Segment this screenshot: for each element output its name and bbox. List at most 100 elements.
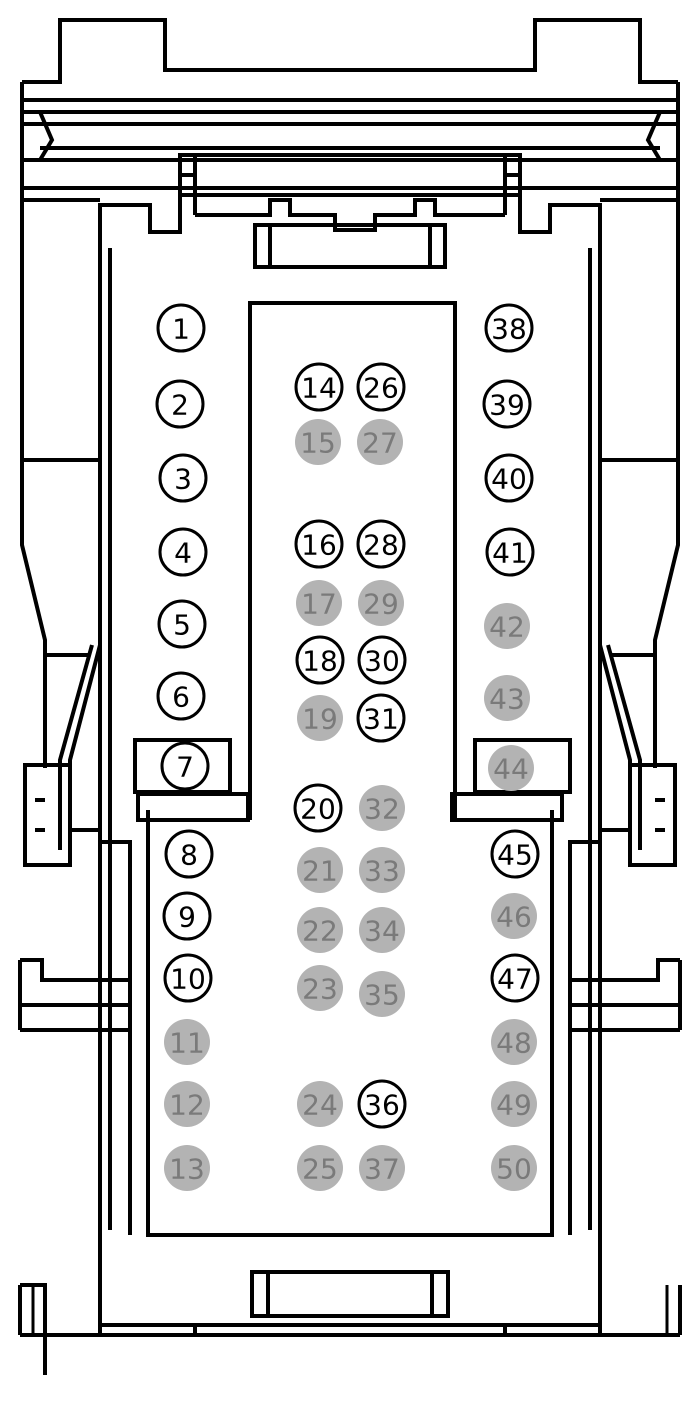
pin-label: 22 xyxy=(302,915,338,948)
pin-11: 11 xyxy=(164,1019,210,1065)
pin-circle xyxy=(164,1145,210,1191)
pin-circle xyxy=(164,1081,210,1127)
pin-16: 16 xyxy=(294,519,344,569)
pin-19: 19 xyxy=(297,695,343,741)
pin-50: 50 xyxy=(491,1145,537,1191)
pin-circle xyxy=(160,741,210,791)
pin-circle xyxy=(490,829,540,879)
pin-circle xyxy=(356,519,406,569)
pin-label: 34 xyxy=(364,915,400,948)
pin-circle xyxy=(484,453,534,503)
pin-circle xyxy=(297,907,343,953)
pin-label: 26 xyxy=(363,372,399,405)
pin-label: 27 xyxy=(362,427,398,460)
pin-label: 30 xyxy=(364,645,400,678)
pin-label: 20 xyxy=(300,793,336,826)
pin-circle xyxy=(295,419,341,465)
pin-26: 26 xyxy=(356,362,406,412)
pin-12: 12 xyxy=(164,1081,210,1127)
pin-22: 22 xyxy=(297,907,343,953)
pin-circle xyxy=(295,635,345,685)
pin-circle xyxy=(297,695,343,741)
pin-circle xyxy=(488,745,534,791)
pin-41: 41 xyxy=(485,527,535,577)
pin-label: 43 xyxy=(489,683,525,716)
pin-circle xyxy=(359,907,405,953)
pin-label: 48 xyxy=(496,1027,532,1060)
pin-label: 38 xyxy=(491,313,527,346)
pin-circle xyxy=(163,953,213,1003)
pin-circle xyxy=(158,453,208,503)
pin-circle xyxy=(491,1081,537,1127)
pin-49: 49 xyxy=(491,1081,537,1127)
pin-circle xyxy=(294,519,344,569)
pin-circle xyxy=(156,671,206,721)
pin-label: 32 xyxy=(364,793,400,826)
pin-label: 14 xyxy=(301,372,337,405)
pin-label: 46 xyxy=(496,901,532,934)
pin-38: 38 xyxy=(484,303,534,353)
pin-circle xyxy=(293,783,343,833)
pin-circle xyxy=(491,1145,537,1191)
pin-4: 4 xyxy=(158,527,208,577)
pin-circle xyxy=(296,580,342,626)
pin-32: 32 xyxy=(359,785,405,831)
pin-label: 1 xyxy=(172,313,190,346)
pin-label: 31 xyxy=(363,703,399,736)
pin-42: 42 xyxy=(484,603,530,649)
pin-23: 23 xyxy=(297,965,343,1011)
pin-2: 2 xyxy=(155,379,205,429)
pin-circle xyxy=(357,419,403,465)
pin-label: 44 xyxy=(493,753,529,786)
pin-14: 14 xyxy=(294,362,344,412)
pin-label: 49 xyxy=(496,1089,532,1122)
pin-label: 42 xyxy=(489,611,525,644)
pin-20: 20 xyxy=(293,783,343,833)
pin-label: 47 xyxy=(497,963,533,996)
pin-48: 48 xyxy=(491,1019,537,1065)
pin-13: 13 xyxy=(164,1145,210,1191)
pin-9: 9 xyxy=(162,891,212,941)
pin-circle xyxy=(297,965,343,1011)
pin-8: 8 xyxy=(164,829,214,879)
pin-label: 7 xyxy=(176,751,194,784)
pin-3: 3 xyxy=(158,453,208,503)
pin-7: 7 xyxy=(160,741,210,791)
pin-label: 21 xyxy=(302,855,338,888)
pin-circle xyxy=(484,603,530,649)
pin-1: 1 xyxy=(156,303,206,353)
pin-label: 40 xyxy=(491,463,527,496)
pin-label: 5 xyxy=(173,609,191,642)
pin-circle xyxy=(155,379,205,429)
pin-circle xyxy=(359,785,405,831)
pin-circle xyxy=(294,362,344,412)
pin-label: 11 xyxy=(169,1027,205,1060)
pin-circle xyxy=(359,1145,405,1191)
pin-label: 41 xyxy=(492,537,528,570)
pin-circle xyxy=(162,891,212,941)
pin-label: 2 xyxy=(171,389,189,422)
pin-36: 36 xyxy=(357,1079,407,1129)
pin-label: 25 xyxy=(302,1153,338,1186)
pin-label: 45 xyxy=(497,839,533,872)
pin-25: 25 xyxy=(297,1145,343,1191)
pin-45: 45 xyxy=(490,829,540,879)
pin-label: 15 xyxy=(300,427,336,460)
pin-label: 29 xyxy=(363,588,399,621)
pin-46: 46 xyxy=(491,893,537,939)
pin-15: 15 xyxy=(295,419,341,465)
pin-circle xyxy=(485,527,535,577)
pin-label: 19 xyxy=(302,703,338,736)
pin-circle xyxy=(157,599,207,649)
pin-label: 37 xyxy=(364,1153,400,1186)
pin-label: 13 xyxy=(169,1153,205,1186)
pin-6: 6 xyxy=(156,671,206,721)
pin-circle xyxy=(491,1019,537,1065)
pin-circle xyxy=(491,893,537,939)
pin-label: 33 xyxy=(364,855,400,888)
pin-label: 23 xyxy=(302,973,338,1006)
pin-label: 6 xyxy=(172,681,190,714)
pin-28: 28 xyxy=(356,519,406,569)
pin-44: 44 xyxy=(488,745,534,791)
pin-label: 35 xyxy=(364,979,400,1012)
